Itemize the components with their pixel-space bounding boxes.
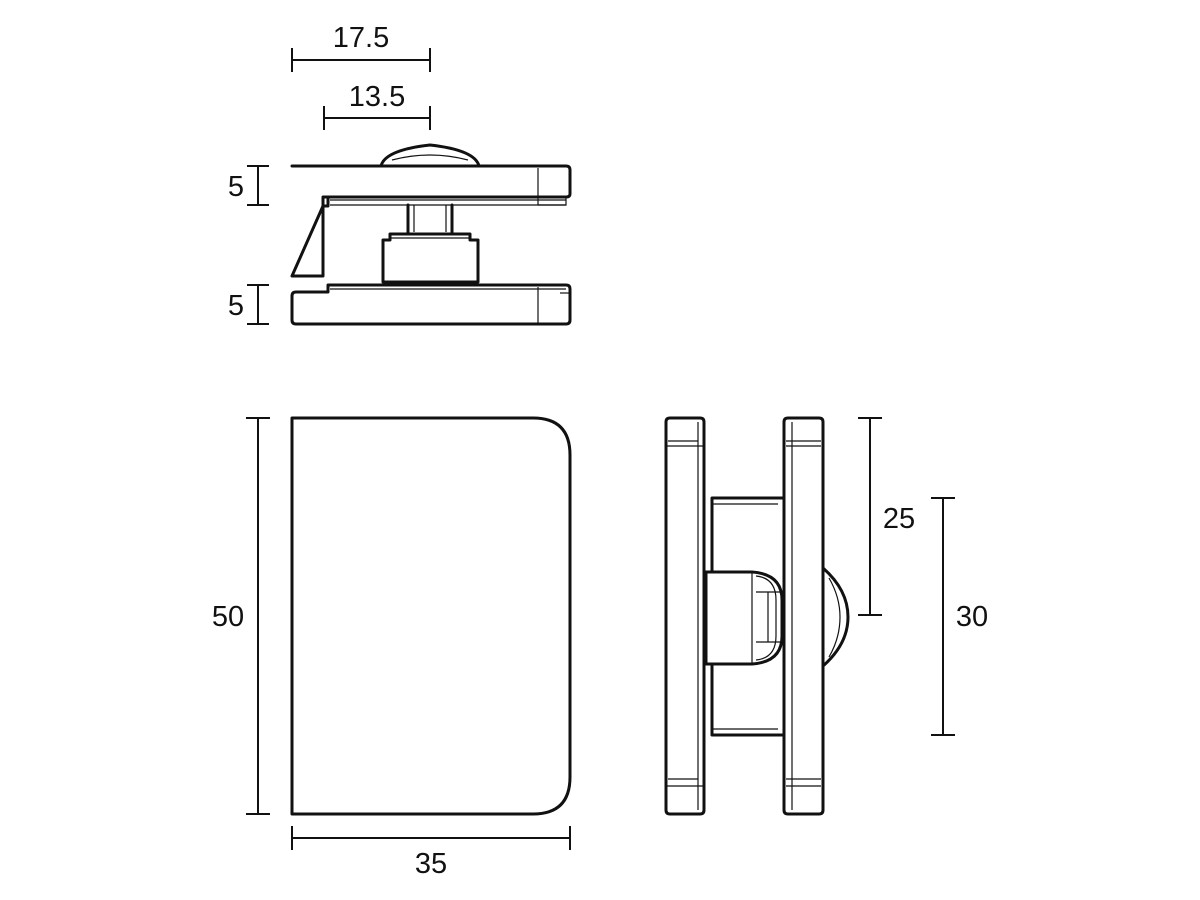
top-view-lower-plate (290, 283, 572, 326)
dim-label-upper-5: 5 (228, 171, 244, 203)
dimension-50: 50 (212, 417, 270, 815)
side-view-left-plate (664, 416, 706, 816)
top-view (290, 143, 572, 326)
side-view (664, 416, 850, 816)
dimension-upper-5: 5 (228, 165, 269, 206)
dimension-35: 35 (291, 826, 571, 880)
side-left-plate-edges (666, 422, 704, 810)
dimension-30: 30 (931, 497, 988, 736)
dim-label-17-5: 17.5 (333, 22, 389, 54)
side-view-body (704, 496, 786, 737)
side-clamp-head-details (751, 572, 782, 664)
side-dome-highlight (828, 577, 841, 658)
top-view-upper-plate (290, 164, 572, 278)
dimension-lower-5: 5 (228, 284, 269, 325)
dim-label-lower-5: 5 (228, 290, 244, 322)
side-view-dome (821, 566, 850, 668)
dimension-17-5: 17.5 (291, 22, 431, 72)
front-view-plate (290, 416, 572, 816)
dim-label-50: 50 (212, 601, 244, 633)
top-view-neck (406, 203, 454, 236)
dim-label-13-5: 13.5 (349, 81, 405, 113)
dim-label-25: 25 (883, 503, 915, 535)
top-view-dome-cap (379, 143, 481, 168)
side-right-plate-edges (786, 422, 821, 810)
side-body-inner-lines (712, 503, 778, 730)
dim-label-30: 30 (956, 601, 988, 633)
front-view (290, 416, 572, 816)
dimension-13-5: 13.5 (323, 81, 431, 130)
side-view-clamp-head (704, 570, 784, 666)
top-view-boss (381, 232, 480, 284)
dimension-25: 25 (858, 417, 915, 616)
neck-inner-lines (413, 205, 447, 232)
dim-label-35: 35 (415, 848, 447, 880)
dome-cap-highlight (391, 154, 469, 161)
side-view-right-plate (782, 416, 825, 816)
upper-plate-end-cap (538, 197, 567, 206)
